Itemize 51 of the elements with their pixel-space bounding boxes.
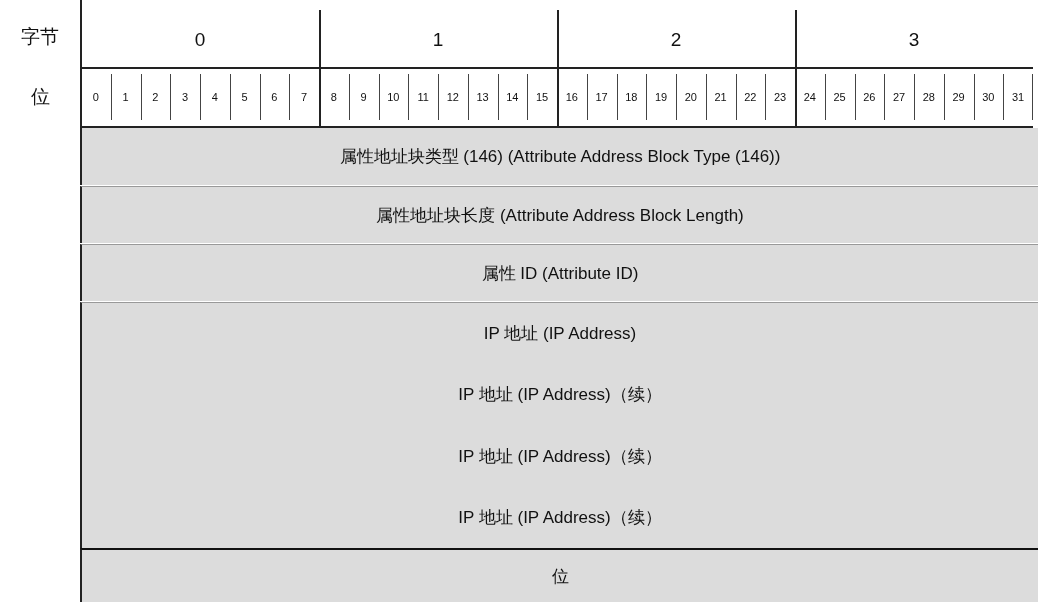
bit-number: 26 [863, 91, 876, 103]
byte-number: 3 [908, 29, 920, 51]
bit-number: 24 [803, 91, 816, 103]
bit-number: 31 [1012, 91, 1025, 103]
byte-number: 0 [194, 29, 206, 51]
bit-number: 8 [330, 91, 337, 103]
bit-number: 3 [182, 91, 189, 103]
field-label: 位 [551, 565, 569, 588]
bit-number: 12 [446, 91, 459, 103]
bit-number: 11 [417, 91, 429, 103]
field-label: IP 地址 (IP Address)（续） [458, 445, 662, 468]
bit-number: 22 [744, 91, 757, 103]
field-label: 属性地址块类型 (146) (Attribute Address Block Type (146)) [339, 146, 781, 168]
field-band [80, 548, 1038, 602]
bit-number: 14 [506, 91, 519, 103]
field-label: IP 地址 (IP Address) [483, 323, 637, 346]
field-band [80, 186, 1038, 243]
field-band [80, 244, 1038, 301]
bit-number: 2 [152, 91, 159, 103]
bit-number: 20 [684, 91, 697, 103]
byte-number: 2 [670, 29, 682, 51]
bit-number: 21 [714, 91, 727, 103]
bit-number: 27 [893, 91, 906, 103]
byte-number: 1 [432, 29, 444, 51]
bit-number: 28 [922, 91, 935, 103]
bit-number: 4 [211, 91, 218, 103]
bit-number: 16 [565, 91, 578, 103]
bit-number: 7 [301, 91, 308, 103]
row-label: 位 [29, 85, 51, 109]
bit-number: 9 [360, 91, 367, 103]
bit-number: 23 [774, 91, 787, 103]
bit-number: 19 [655, 91, 668, 103]
field-band [80, 128, 1038, 185]
bit-number: 13 [476, 91, 489, 103]
field-label: IP 地址 (IP Address)（续） [458, 506, 662, 529]
bit-number: 6 [271, 91, 278, 103]
bit-number: 10 [387, 91, 400, 103]
bit-number: 25 [833, 91, 846, 103]
bit-number: 1 [122, 91, 129, 103]
bit-number: 15 [536, 91, 549, 103]
field-band [80, 302, 1038, 548]
field-label: IP 地址 (IP Address)（续） [458, 384, 662, 407]
row-label: 字节 [20, 25, 60, 49]
bit-number: 29 [952, 91, 965, 103]
field-label: 属性 ID (Attribute ID) [481, 262, 639, 285]
bit-number: 0 [92, 91, 99, 103]
field-label: 属性地址块长度 (Attribute Address Block Length) [376, 204, 744, 227]
bit-number: 5 [241, 91, 248, 103]
bit-number: 30 [982, 91, 995, 103]
bit-number: 18 [625, 91, 638, 103]
bit-number: 17 [595, 91, 608, 103]
